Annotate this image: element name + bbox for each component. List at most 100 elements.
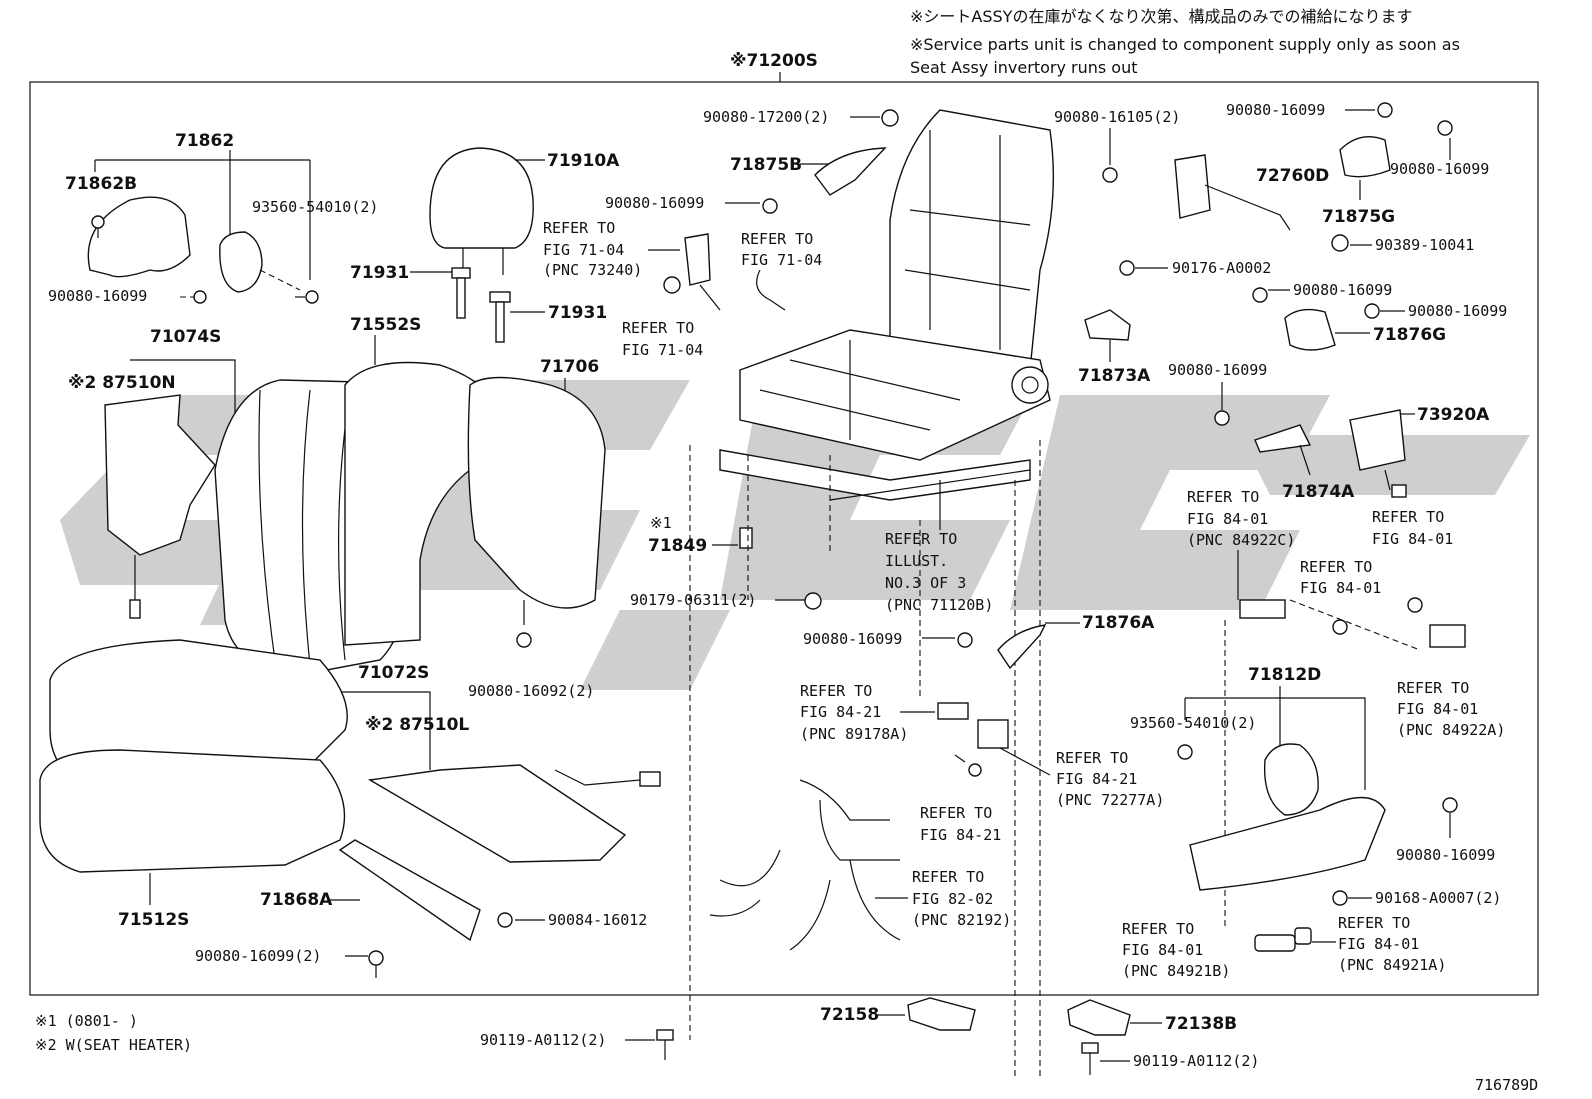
screw-icon: [1442, 797, 1458, 813]
assembly-label[interactable]: ※71200S: [730, 51, 818, 71]
part-90080-16099-d[interactable]: 90080-16099: [803, 630, 902, 648]
bracket-71876A: [997, 624, 1047, 670]
part-71862[interactable]: 71862: [175, 131, 234, 151]
part-71876A[interactable]: 71876A: [1082, 613, 1155, 633]
part-71849-mark[interactable]: ※1: [650, 514, 672, 532]
ref-7104b-line2[interactable]: FIG 71-04: [741, 251, 822, 269]
ref-84921B-line3[interactable]: (PNC 84921B): [1122, 962, 1230, 980]
ref-72277-line2[interactable]: FIG 84-21: [1056, 770, 1137, 788]
ref-89178-line3[interactable]: (PNC 89178A): [800, 725, 908, 743]
seat-frame-back: [889, 109, 1055, 371]
ref-8401a-line2[interactable]: FIG 84-01: [1300, 579, 1381, 597]
part-90080-17200[interactable]: 90080-17200(2): [703, 108, 829, 126]
part-90179-06311[interactable]: 90179-06311(2): [630, 591, 756, 609]
part-71931-b[interactable]: 71931: [548, 303, 607, 323]
bolt-icon: [656, 1029, 674, 1060]
part-71552S[interactable]: 71552S: [350, 315, 421, 335]
ref-89178-line1[interactable]: REFER TO: [800, 682, 872, 700]
ref-7104b-line1[interactable]: REFER TO: [741, 230, 813, 248]
part-90176-A0002[interactable]: 90176-A0002: [1172, 259, 1271, 277]
part-90080-16099-a[interactable]: 90080-16099: [48, 287, 147, 305]
ref-84921B-line1[interactable]: REFER TO: [1122, 920, 1194, 938]
skirt-71868A: [338, 839, 481, 942]
part-90080-16099-j[interactable]: 90080-16099: [1396, 846, 1495, 864]
recliner-72760D: [1174, 154, 1211, 219]
part-90080-16092[interactable]: 90080-16092(2): [468, 682, 594, 700]
ref-8401b-line2[interactable]: FIG 84-01: [1372, 530, 1453, 548]
part-71876G[interactable]: 71876G: [1373, 325, 1446, 345]
ref-82192-line2[interactable]: FIG 82-02: [912, 890, 993, 908]
part-71862B[interactable]: 71862B: [65, 174, 137, 194]
ref-7104c-line2[interactable]: FIG 71-04: [622, 341, 703, 359]
part-90080-16099-h[interactable]: 90080-16099: [1408, 302, 1507, 320]
part-90080-16105[interactable]: 90080-16105(2): [1054, 108, 1180, 126]
part-90084-16012[interactable]: 90084-16012: [548, 911, 647, 929]
part-87510N[interactable]: ※2 87510N: [68, 373, 176, 393]
ref-72277-line1[interactable]: REFER TO: [1056, 749, 1128, 767]
part-71910A[interactable]: 71910A: [547, 151, 620, 171]
part-90119-A0112-b[interactable]: 90119-A0112(2): [1133, 1052, 1259, 1070]
ref-84922C-line2[interactable]: FIG 84-01: [1187, 510, 1268, 528]
ref-84922A-line1[interactable]: REFER TO: [1397, 679, 1469, 697]
part-90080-16099-c[interactable]: 90080-16099: [605, 194, 704, 212]
ref-8401a-line1[interactable]: REFER TO: [1300, 558, 1372, 576]
ref-seatbelt-line1[interactable]: REFER TO: [543, 219, 615, 237]
part-90080-16099-e[interactable]: 90080-16099: [1226, 101, 1325, 119]
headrest-guide-icon: [489, 291, 511, 343]
connector-icon: [977, 719, 1009, 749]
part-90080-16099-i[interactable]: 90080-16099: [1168, 361, 1267, 379]
screw-icon: [1364, 303, 1380, 319]
part-71875B[interactable]: 71875B: [730, 155, 802, 175]
part-71812D[interactable]: 71812D: [1248, 665, 1321, 685]
ref-seatbelt-line3[interactable]: (PNC 73240): [543, 261, 642, 279]
ref-82192-line1[interactable]: REFER TO: [912, 868, 984, 886]
ref-illust-line1[interactable]: REFER TO: [885, 530, 957, 548]
ref-illust-line4[interactable]: (PNC 71120B): [885, 596, 993, 614]
ref-84922C-line3[interactable]: (PNC 84922C): [1187, 531, 1295, 549]
part-71512S[interactable]: 71512S: [118, 910, 189, 930]
ref-illust-line3[interactable]: NO.3 OF 3: [885, 574, 966, 592]
part-71875G[interactable]: 71875G: [1322, 207, 1395, 227]
part-71706[interactable]: 71706: [540, 357, 599, 377]
ref-84922A-line3[interactable]: (PNC 84922A): [1397, 721, 1505, 739]
part-93560-54010-b[interactable]: 93560-54010(2): [1130, 714, 1256, 732]
part-87510L[interactable]: ※2 87510L: [365, 715, 469, 735]
ref-84921A-line3[interactable]: (PNC 84921A): [1338, 956, 1446, 974]
part-72760D[interactable]: 72760D: [1256, 166, 1329, 186]
ref-8421-line1[interactable]: REFER TO: [920, 804, 992, 822]
knob-icon: [1254, 934, 1296, 952]
ref-seatbelt-line2[interactable]: FIG 71-04: [543, 241, 624, 259]
ref-89178-line2[interactable]: FIG 84-21: [800, 703, 881, 721]
part-90389-10041[interactable]: 90389-10041: [1375, 236, 1474, 254]
part-72138B[interactable]: 72138B: [1165, 1014, 1237, 1034]
ref-84921A-line2[interactable]: FIG 84-01: [1338, 935, 1419, 953]
ref-84922A-line2[interactable]: FIG 84-01: [1397, 700, 1478, 718]
part-71074S[interactable]: 71074S: [150, 327, 221, 347]
part-71072S[interactable]: 71072S: [358, 663, 429, 683]
ref-illust-line2[interactable]: ILLUST.: [885, 552, 948, 570]
ref-84921A-line1[interactable]: REFER TO: [1338, 914, 1410, 932]
ref-84922C-line1[interactable]: REFER TO: [1187, 488, 1259, 506]
ref-84921B-line2[interactable]: FIG 84-01: [1122, 941, 1203, 959]
part-71868A[interactable]: 71868A: [260, 890, 333, 910]
part-72158[interactable]: 72158: [820, 1005, 879, 1025]
part-73920A[interactable]: 73920A: [1417, 405, 1490, 425]
part-71931-a[interactable]: 71931: [350, 263, 409, 283]
part-90080-16099-f[interactable]: 90080-16099: [1390, 160, 1489, 178]
part-93560-54010-a[interactable]: 93560-54010(2): [252, 198, 378, 216]
part-71873A[interactable]: 71873A: [1078, 366, 1151, 386]
reclining-disc-icon: [1011, 366, 1049, 404]
part-71849[interactable]: 71849: [648, 536, 707, 556]
part-90080-16099-b2[interactable]: 90080-16099(2): [195, 947, 321, 965]
part-90168-A0007[interactable]: 90168-A0007(2): [1375, 889, 1501, 907]
ref-8421-line2[interactable]: FIG 84-21: [920, 826, 1001, 844]
ref-72277-line3[interactable]: (PNC 72277A): [1056, 791, 1164, 809]
ref-7104c-line1[interactable]: REFER TO: [622, 319, 694, 337]
ref-8401b-line1[interactable]: REFER TO: [1372, 508, 1444, 526]
part-71874A[interactable]: 71874A: [1282, 482, 1355, 502]
part-90119-A0112-a[interactable]: 90119-A0112(2): [480, 1031, 606, 1049]
nut-icon: [1119, 260, 1135, 276]
part-90080-16099-g[interactable]: 90080-16099: [1293, 281, 1392, 299]
ref-82192-line3[interactable]: (PNC 82192): [912, 911, 1011, 929]
